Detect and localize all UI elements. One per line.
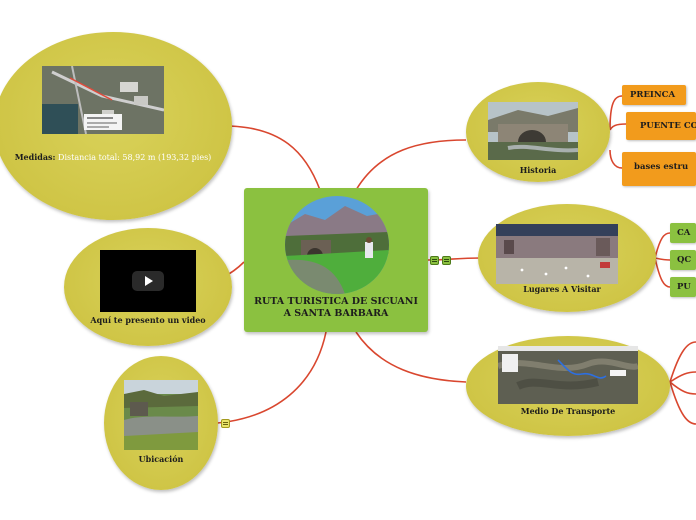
central-attachment-icon[interactable] — [442, 256, 451, 265]
topic-historia[interactable]: Historia — [466, 82, 610, 182]
plaza-photo — [496, 224, 618, 284]
subtopic-qc[interactable]: QC — [670, 250, 696, 270]
subtopic-puente[interactable]: PUENTE CO — [626, 112, 696, 140]
subtopic-bases[interactable]: bases estru — [622, 152, 696, 186]
topic-historia-label: Historia — [519, 165, 557, 175]
medidas-text: Distancia total: 58,92 m (193,32 pies) — [55, 153, 212, 162]
river-photo — [124, 380, 198, 450]
topic-ubicacion-label: Ubicación — [138, 454, 184, 464]
topic-medidas[interactable]: Medidas: Distancia total: 58,92 m (193,3… — [0, 32, 232, 220]
video-player[interactable] — [100, 250, 196, 312]
topic-video[interactable]: Aquí te presento un video — [64, 228, 232, 346]
central-note-icon[interactable] — [430, 256, 439, 265]
topic-lugares-label: Lugares A Visitar — [523, 284, 601, 294]
link-bases — [609, 149, 623, 169]
link-preinca — [609, 95, 623, 131]
central-photo — [285, 196, 389, 294]
topic-ubicacion[interactable]: Ubicación — [104, 356, 218, 490]
link-pu — [654, 257, 671, 288]
link-t2 — [669, 371, 696, 383]
link-t3 — [669, 381, 696, 395]
link-ubicacion — [201, 331, 327, 425]
ubicacion-note-icon[interactable] — [221, 419, 230, 428]
subtopic-ca[interactable]: CA — [670, 223, 696, 243]
play-button-icon[interactable] — [132, 271, 164, 291]
subtopic-preinca[interactable]: PREINCA — [622, 85, 686, 105]
topic-video-label: Aquí te presento un video — [90, 315, 206, 325]
central-title: RUTA TURISTICA DE SICUANI A SANTA BARBAR… — [254, 296, 418, 319]
topic-transporte[interactable]: Medio De Transporte — [466, 336, 670, 436]
route-map-image — [498, 346, 638, 404]
medidas-bold: Medidas: — [14, 152, 56, 162]
link-qc — [654, 257, 671, 261]
subtopic-pu[interactable]: PU — [670, 277, 696, 297]
topic-medidas-label: Medidas: Distancia total: 58,92 m (193,3… — [14, 152, 212, 163]
bridge-photo — [488, 102, 578, 160]
link-ca — [654, 232, 671, 259]
topic-lugares[interactable]: Lugares A Visitar — [478, 204, 656, 312]
link-t1 — [669, 341, 696, 383]
link-medidas — [229, 125, 321, 191]
link-t4 — [669, 381, 696, 425]
link-transporte — [355, 331, 467, 383]
link-historia — [355, 139, 467, 191]
aerial-map-image — [42, 66, 164, 134]
topic-transporte-label: Medio De Transporte — [520, 406, 616, 416]
link-puente — [609, 123, 627, 131]
central-topic[interactable]: RUTA TURISTICA DE SICUANI A SANTA BARBAR… — [244, 188, 428, 332]
